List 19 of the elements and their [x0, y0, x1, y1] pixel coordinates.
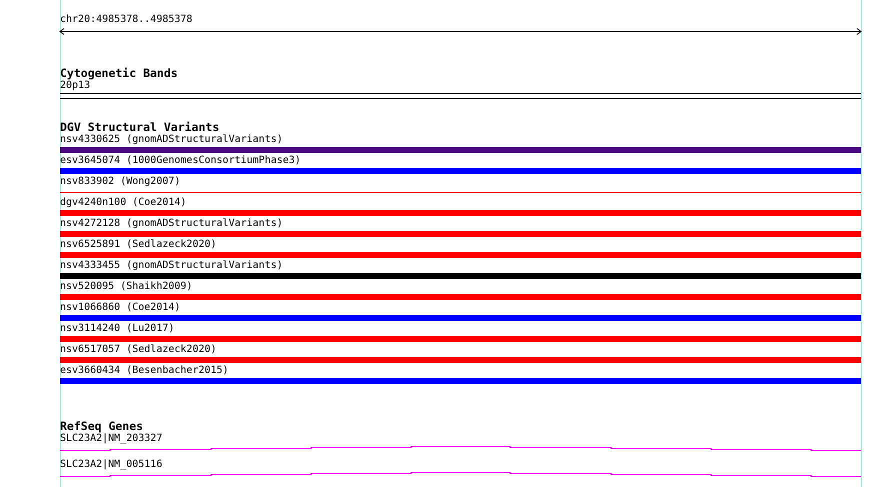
track-heading: DGV Structural Variants: [60, 121, 220, 134]
feature-label: esv3645074 (1000GenomesConsortiumPhase3): [60, 155, 301, 167]
track-heading: Cytogenetic Bands: [60, 67, 178, 80]
feature-label: nsv4333455 (gnomADStructuralVariants): [60, 260, 283, 272]
feature-label: esv3660434 (Besenbacher2015): [60, 365, 229, 377]
feature-label: nsv1066860 (Coe2014): [60, 302, 180, 314]
feature-label: nsv833902 (Wong2007): [60, 176, 180, 188]
feature-label: nsv6517057 (Sedlazeck2020): [60, 344, 217, 356]
feature-label: nsv520095 (Shaikh2009): [60, 281, 192, 293]
feature-label: SLC23A2|NM_005116: [60, 459, 162, 471]
feature-label: 20p13: [60, 80, 90, 92]
feature-label: nsv4330625 (gnomADStructuralVariants): [60, 134, 283, 146]
feature-label: SLC23A2|NM_203327: [60, 433, 162, 445]
feature-label: nsv6525891 (Sedlazeck2020): [60, 239, 217, 251]
feature-label: dgv4240n100 (Coe2014): [60, 197, 186, 209]
feature-label: nsv4272128 (gnomADStructuralVariants): [60, 218, 283, 230]
coordinate-label: chr20:4985378..4985378: [60, 14, 192, 26]
feature-label: nsv3114240 (Lu2017): [60, 323, 174, 335]
track-heading: RefSeq Genes: [60, 420, 144, 433]
